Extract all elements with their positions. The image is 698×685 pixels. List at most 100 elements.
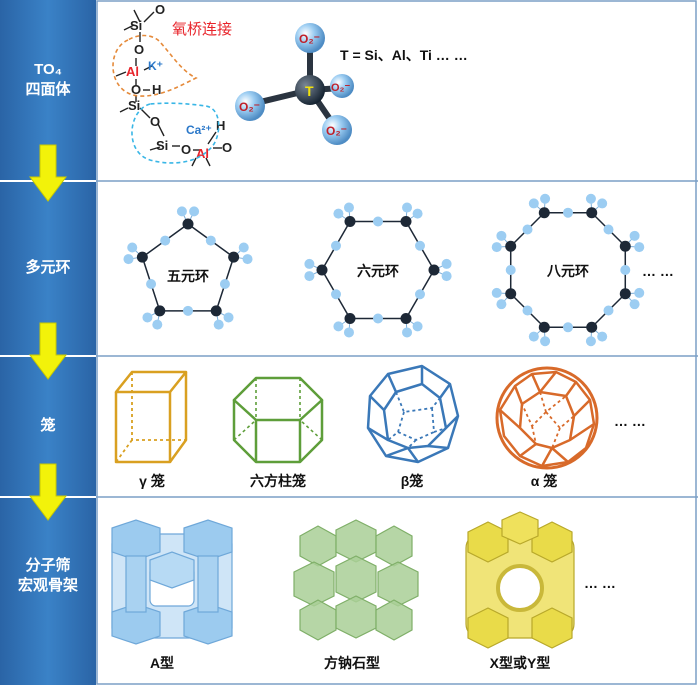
framework-label-a: A型	[150, 655, 174, 671]
ca-ion: Ca²⁺	[186, 123, 212, 137]
t-atom-node	[136, 251, 148, 263]
terminal-oxygen	[412, 321, 423, 332]
terminal-oxygen	[152, 319, 163, 330]
cage-label-alpha: α 笼	[531, 473, 558, 489]
bridge-oxygen	[160, 235, 171, 246]
cage-label-beta: β笼	[401, 473, 424, 489]
terminal-oxygen	[441, 271, 452, 282]
terminal-oxygen	[412, 208, 423, 219]
bridge-oxygen	[620, 265, 631, 275]
bridge-oxygen	[183, 305, 193, 316]
bridge-oxygen	[415, 289, 425, 300]
t-atom-node	[228, 251, 240, 263]
al-atom-1: Al	[126, 64, 139, 79]
terminal-oxygen	[528, 198, 539, 209]
terminal-oxygen	[333, 208, 344, 219]
terminal-oxygen	[496, 230, 507, 241]
bridge-oxygen	[331, 240, 341, 251]
terminal-oxygen	[528, 331, 539, 342]
hexagonal-prism-cage	[232, 376, 324, 464]
terminal-oxygen	[597, 331, 608, 342]
terminal-oxygen	[496, 299, 507, 310]
row-label-cages: 笼	[39, 416, 55, 434]
framework-ellipsis: … …	[584, 575, 616, 591]
bridge-oxygen	[373, 313, 383, 324]
oxygen-sphere-bottom	[322, 115, 352, 145]
down-arrow-1	[29, 144, 67, 202]
terminal-oxygen	[597, 198, 608, 209]
beta-cage	[366, 364, 460, 464]
t-atom-node	[619, 288, 631, 300]
o-atom-2: O	[134, 42, 144, 57]
cyan-bridge-loop	[131, 102, 220, 164]
ring-ellipsis: … …	[642, 263, 674, 279]
t-atom-node	[505, 240, 517, 252]
terminal-oxygen	[223, 312, 234, 323]
k-ion: K⁺	[148, 59, 163, 73]
alpha-cage	[495, 366, 599, 470]
t-atom-node	[428, 264, 440, 276]
rings-group	[123, 193, 645, 347]
terminal-oxygen	[585, 336, 596, 347]
ring-label-eight: 八元环	[546, 263, 589, 279]
row-label-framework: 分子筛宏观骨架	[18, 556, 78, 594]
terminal-oxygen	[304, 271, 315, 282]
eight-membered-ring	[491, 193, 645, 347]
bridge-caption: 氧桥连接	[172, 21, 232, 38]
bridge-oxygen	[505, 265, 516, 275]
o-atom-6: O	[222, 140, 232, 155]
bridge-oxygen	[522, 224, 533, 235]
t-atom-node	[400, 312, 412, 324]
framework-label-xy: X型或Y型	[490, 655, 551, 671]
terminal-oxygen	[213, 319, 224, 330]
ring-label-six: 六元环	[357, 263, 399, 279]
terminal-oxygen	[634, 287, 645, 298]
terminal-oxygen	[491, 287, 502, 298]
down-arrow-3	[29, 463, 67, 521]
h-atom-1: H	[152, 82, 161, 97]
terminal-oxygen	[343, 202, 354, 213]
bridge-oxygen	[331, 289, 341, 300]
si-atom-3: Si	[156, 138, 168, 153]
si-atom-2: Si	[128, 98, 140, 113]
oxygen-label-bottom: O₂⁻	[326, 124, 347, 138]
terminal-oxygen	[540, 193, 551, 204]
tetra-formula: T = Si、Al、Ti … …	[340, 47, 468, 63]
terminal-oxygen	[238, 242, 249, 253]
t-atom-node	[182, 218, 194, 230]
si-atom-1: Si	[130, 18, 142, 33]
bridge-oxygen	[603, 224, 614, 235]
oxygen-label-left: O₂⁻	[239, 100, 260, 114]
terminal-oxygen	[629, 299, 640, 310]
cage-label-gamma: γ 笼	[139, 473, 165, 489]
o-atom-3: O	[131, 82, 141, 97]
t-atom-node	[344, 312, 356, 324]
six-membered-ring	[304, 202, 452, 338]
framework-label-sodalite: 方钠石型	[324, 655, 380, 671]
terminal-oxygen	[441, 258, 452, 269]
cage-ellipsis: … …	[614, 413, 646, 429]
cage-label-hexprism: 六方柱笼	[250, 473, 306, 489]
t-atom-node	[586, 321, 598, 333]
t-atom-node	[538, 321, 550, 333]
t-atom-node	[400, 216, 412, 228]
row-label-rings: 多元环	[25, 258, 70, 276]
terminal-oxygen	[333, 321, 344, 332]
terminal-oxygen	[585, 193, 596, 204]
down-arrow-2	[29, 322, 67, 380]
terminal-oxygen	[176, 206, 187, 217]
flow-arrows	[29, 144, 67, 521]
bridge-oxygen	[373, 216, 383, 227]
framework-sodalite	[293, 519, 419, 641]
t-atom-node	[586, 207, 598, 219]
oxygen-label-top: O₂⁻	[299, 32, 320, 46]
t-atom-node	[344, 216, 356, 228]
to4-tetrahedron: T O₂⁻ O₂⁻ O₂⁻ O₂⁻	[235, 23, 354, 145]
terminal-oxygen	[343, 327, 354, 338]
terminal-oxygen	[123, 254, 134, 265]
terminal-oxygen	[142, 312, 153, 323]
terminal-oxygen	[402, 327, 413, 338]
